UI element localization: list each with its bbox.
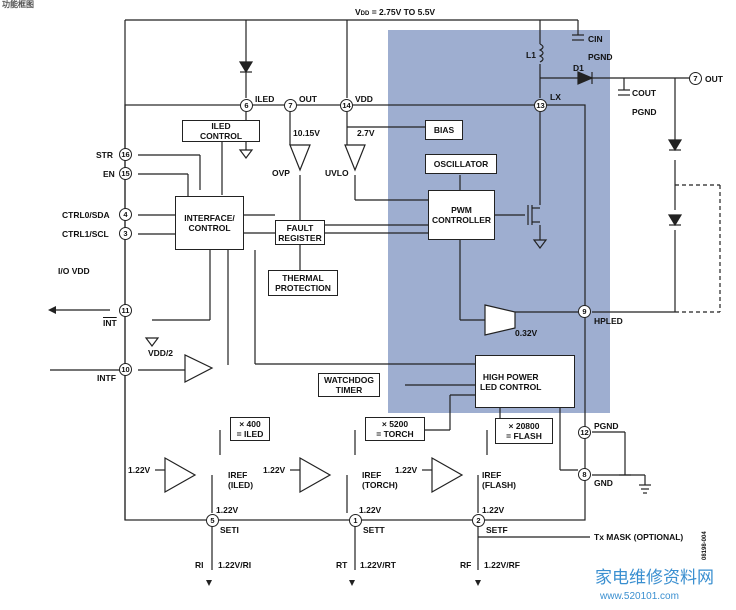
pin-6-label: ILED — [255, 94, 275, 104]
pin-10-label: INTF — [97, 373, 116, 383]
pin-14: 14 — [340, 99, 353, 112]
pin-4-label: CTRL0/SDA — [62, 210, 110, 220]
pin-6: 6 — [240, 99, 253, 112]
l1-label: L1 — [526, 50, 536, 60]
v032-label: 0.32V — [515, 328, 538, 338]
pin-5: 5 — [206, 514, 219, 527]
pin-1-label: SETT — [363, 525, 385, 535]
iref-torch-label: IREF (TORCH) — [362, 470, 398, 490]
pin-4: 4 — [119, 208, 132, 221]
x400-block: × 400 = ILED — [230, 417, 270, 441]
pin-13-label: LX — [550, 92, 561, 102]
watchdog-timer-block: WATCHDOG TIMER — [318, 373, 380, 397]
pin-12-label: PGND — [594, 421, 619, 431]
interface-control-block: INTERFACE/ CONTROL — [175, 196, 244, 250]
pwm-controller-block: PWM CONTROLLER — [428, 190, 495, 240]
pin-3: 3 — [119, 227, 132, 240]
d1-label: D1 — [573, 63, 584, 73]
pin-9-label: HPLED — [594, 316, 623, 326]
supply-v: V — [355, 7, 361, 17]
pin-7-label: OUT — [299, 94, 317, 104]
pgnd-cout-label: PGND — [632, 107, 657, 117]
watermark-url: www.520101.com — [600, 591, 679, 602]
ref-iled-label: 1.22V — [128, 465, 151, 475]
rt-current-label: 1.22V/RT — [360, 560, 396, 570]
io-vdd-label: I/O VDD — [58, 266, 90, 276]
iled-control-block: ILED CONTROL — [182, 120, 260, 142]
pin-16: 16 — [119, 148, 132, 161]
supply-sub: DD — [360, 11, 370, 17]
pin-1: 1 — [349, 514, 362, 527]
supply-range: = 2.75V TO 5.5V — [369, 7, 436, 17]
ri-current-label: 1.22V/RI — [218, 560, 252, 570]
x5200-block: × 5200 = TORCH — [365, 417, 425, 441]
iref-flash-label: IREF (FLASH) — [482, 470, 516, 490]
supply-label: VDD = 2.75V TO 5.5V — [355, 7, 435, 19]
ref-flash-label: 1.22V — [395, 465, 418, 475]
iref-iled-label: IREF (ILED) — [228, 470, 254, 490]
pin-8-label: GND — [594, 478, 613, 488]
cout-label: COUT — [632, 88, 657, 98]
rf-current-label: 1.22V/RF — [484, 560, 520, 570]
pin-3-label: CTRL1/SCL — [62, 229, 109, 239]
pin-2-label: SETF — [486, 525, 508, 535]
vdd2-label: VDD/2 — [148, 348, 174, 358]
oscillator-block: OSCILLATOR — [425, 154, 497, 174]
ovp-label: OVP — [272, 168, 290, 178]
v1015-label: 10.15V — [293, 128, 320, 138]
fault-register-block: FAULT REGISTER — [275, 220, 325, 245]
rt-label: RT — [336, 560, 348, 570]
pin-14-label: VDD — [355, 94, 373, 104]
bias-block: BIAS — [425, 120, 463, 140]
figure-id: 08198-004 — [702, 531, 708, 560]
pin-8: 8 — [578, 468, 591, 481]
pin-15-label: EN — [103, 169, 115, 179]
pin-10: 10 — [119, 363, 132, 376]
x20800-block: × 20800 = FLASH — [495, 418, 553, 444]
seti-voltage-label: 1.22V — [216, 505, 239, 515]
watermark-cn: 家电维修资料网 — [595, 568, 714, 587]
ref-torch-label: 1.22V — [263, 465, 286, 475]
pin-11: 11 — [119, 304, 132, 317]
pin-5-label: SETI — [220, 525, 239, 535]
cin-label: CIN — [588, 34, 603, 44]
shaded-converter-region — [388, 30, 610, 413]
pin-11-label: INT — [103, 318, 117, 328]
pin-13: 13 — [534, 99, 547, 112]
pin-out-ext: 7 — [689, 72, 702, 85]
pin-7: 7 — [284, 99, 297, 112]
uvlo-label: UVLO — [325, 168, 349, 178]
pin-2: 2 — [472, 514, 485, 527]
pin-9: 9 — [578, 305, 591, 318]
rf-label: RF — [460, 560, 472, 570]
tx-mask-label: Tx MASK (OPTIONAL) — [594, 532, 684, 542]
header-text: 功能框图 — [2, 0, 34, 9]
pin-16-label: STR — [96, 150, 113, 160]
hp-led-control-block: HIGH POWER LED CONTROL — [475, 355, 575, 408]
pin-out-ext-label: OUT — [705, 74, 723, 84]
pin-15: 15 — [119, 167, 132, 180]
ri-label: RI — [195, 560, 204, 570]
sett-voltage-label: 1.22V — [359, 505, 382, 515]
v27-label: 2.7V — [357, 128, 375, 138]
setf-voltage-label: 1.22V — [482, 505, 505, 515]
pin-12: 12 — [578, 426, 591, 439]
thermal-protection-block: THERMAL PROTECTION — [268, 270, 338, 296]
pgnd-cin-label: PGND — [588, 52, 613, 62]
